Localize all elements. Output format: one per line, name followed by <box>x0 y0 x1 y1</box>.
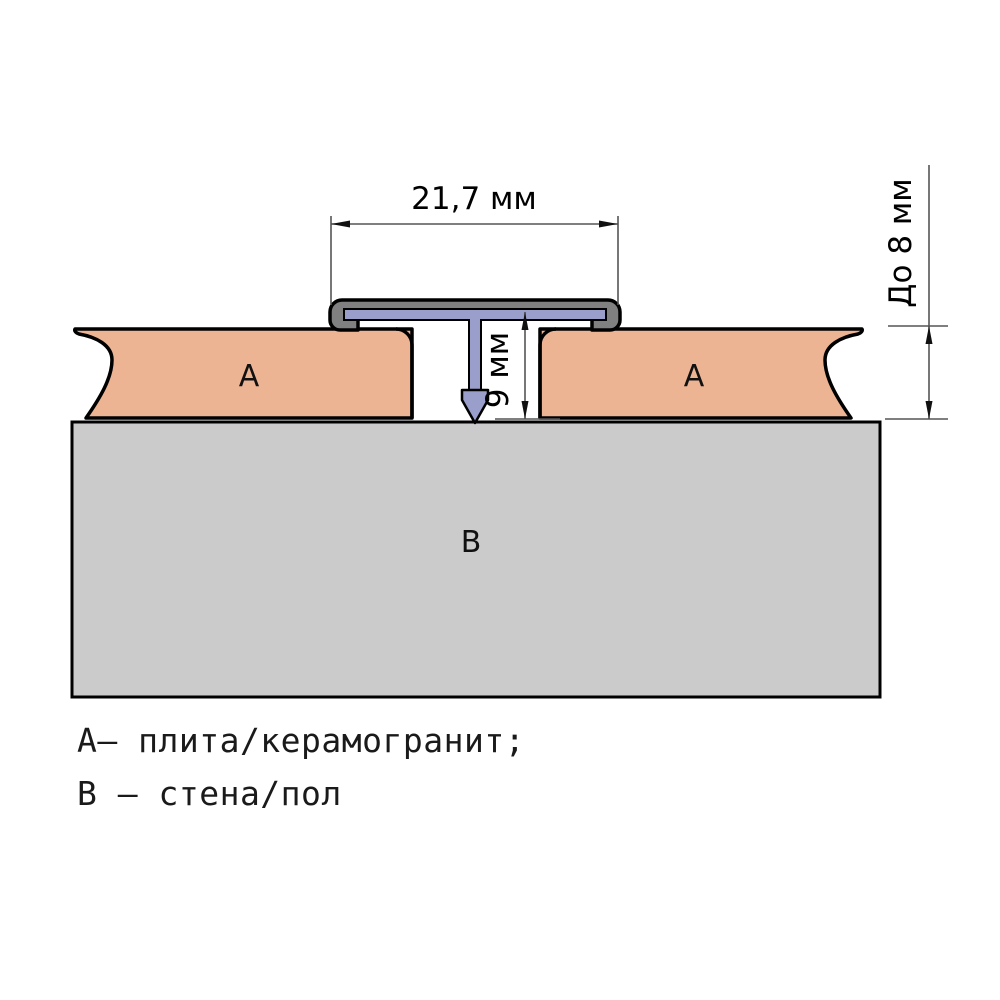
depth-arrow-top <box>521 312 529 330</box>
tile-right-inner-edge <box>538 327 557 418</box>
tile-left-corner-round <box>395 327 414 418</box>
thickness-arrow-bottom <box>925 401 933 419</box>
substrate-label: В <box>461 525 482 560</box>
substrate-rect <box>70 420 882 699</box>
legend: А– плита/керамогранит; В – стена/пол <box>77 721 525 813</box>
width-arrow-right <box>599 220 618 228</box>
substrate-block <box>70 420 882 699</box>
depth-dimension-text: 9 мм <box>480 332 516 408</box>
tile-left-shape <box>73 327 414 420</box>
dimension-width: 21,7 мм <box>330 181 619 305</box>
thickness-arrow-top <box>925 326 933 344</box>
tile-right <box>538 327 864 420</box>
legend-line-tile: А– плита/керамогранит; <box>77 721 525 760</box>
dimension-depth: 9 мм <box>480 312 560 420</box>
tile-right-shape <box>538 327 864 420</box>
tile-left-inner-edge <box>395 327 414 418</box>
profile-core <box>343 308 607 425</box>
dimension-thickness: До 8 мм <box>883 165 948 420</box>
tile-right-corner-round <box>538 327 557 418</box>
tile-left-label: А <box>239 359 260 394</box>
width-dimension-text: 21,7 мм <box>411 181 537 217</box>
tile-left <box>73 327 414 420</box>
thickness-dimension-text: До 8 мм <box>883 178 919 307</box>
depth-arrow-bottom <box>521 401 529 419</box>
profile-stem-tip <box>460 388 490 425</box>
width-arrow-left <box>331 220 350 228</box>
legend-line-substrate: В – стена/пол <box>77 774 342 813</box>
tile-right-label: А <box>684 359 705 394</box>
